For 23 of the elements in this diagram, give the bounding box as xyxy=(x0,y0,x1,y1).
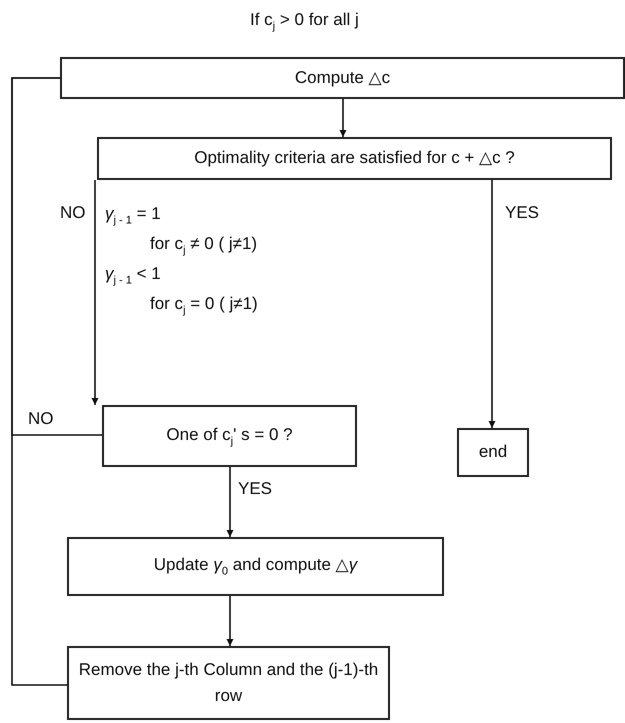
box-label: One of c$_{j}$' s = 0 ? xyxy=(165,424,294,450)
box-label: end xyxy=(478,441,508,464)
process-box xyxy=(102,405,357,467)
process-box xyxy=(67,537,444,596)
condition-text: γ$_{j - 1}$ = 1 xyxy=(105,204,161,226)
condition-text: for c$_{j}$ ≠ 0 ( j≠1) xyxy=(150,234,258,256)
process-box xyxy=(60,57,625,99)
box-label: Optimality criteria are satisfied for c + △c ? xyxy=(193,147,516,170)
process-box xyxy=(67,646,390,720)
arrow xyxy=(340,99,346,137)
condition-text: for c$_{j}$ = 0 ( j≠1) xyxy=(150,294,258,316)
arrow xyxy=(92,180,98,405)
process-box xyxy=(457,428,529,477)
arrow xyxy=(226,467,234,537)
diagram-title: If c$_{j}$ > 0 for all j xyxy=(250,10,359,32)
condition-text: γ$_{j - 1}$ < 1 xyxy=(105,264,161,286)
connector-line xyxy=(11,77,67,686)
box-label: Remove the j-th Column and the (j-1)-th row xyxy=(78,658,380,707)
arrow xyxy=(226,596,234,646)
process-box xyxy=(97,137,612,180)
box-label: Compute △c xyxy=(294,66,392,89)
box-label: Update γ$_{0}$ and compute △γ xyxy=(152,554,359,580)
arrow xyxy=(488,180,496,428)
